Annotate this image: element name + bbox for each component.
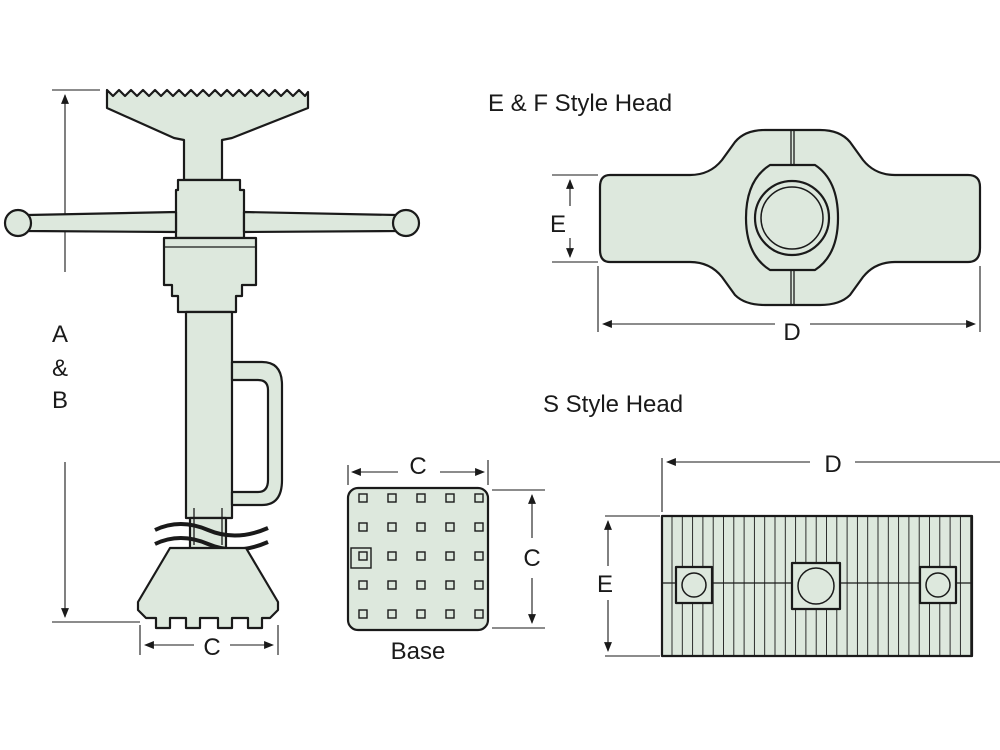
base-grip-square	[416, 580, 426, 590]
dimension-label-ef-e: E	[550, 211, 566, 238]
base-grip-square	[474, 551, 484, 561]
base-grip-square	[445, 609, 455, 619]
t-handle-bar-right	[242, 210, 398, 234]
t-handle-bar	[26, 210, 178, 234]
base-grip-square	[387, 580, 397, 590]
base-grip-square	[387, 522, 397, 532]
base-plate	[346, 486, 490, 632]
base-grip-square	[387, 493, 397, 503]
base-grip-square	[358, 580, 368, 590]
dimension-label-ef-d: D	[783, 319, 800, 346]
base-view: C C Base	[346, 453, 545, 665]
dimension-s-e	[604, 515, 660, 657]
base-grip-square	[416, 493, 426, 503]
s-head-bolt-hole-left	[681, 572, 707, 598]
dimension-base-width	[347, 460, 489, 485]
base-grip-square	[474, 609, 484, 619]
base-grip-squares	[350, 493, 484, 619]
base-grip-square	[358, 609, 368, 619]
s-head-bolt-hole-right	[925, 572, 951, 598]
ef-style-head: E & F Style Head E D	[488, 90, 982, 346]
dimension-s-d	[661, 458, 1000, 512]
base-grip-square	[358, 493, 368, 503]
base-grip-square	[445, 522, 455, 532]
dimension-ef-d	[597, 266, 981, 332]
base-grip-square	[474, 522, 484, 532]
s-head-center-hole	[797, 567, 835, 605]
base-grip-square	[358, 522, 368, 532]
dimension-label-s-d: D	[824, 451, 841, 478]
base-grip-square	[445, 580, 455, 590]
ef-head-bore-inner	[760, 186, 824, 250]
base-grip-square	[358, 551, 368, 561]
s-style-head-title: S Style Head	[543, 391, 683, 418]
base-grip-square	[474, 580, 484, 590]
base-caption: Base	[391, 638, 446, 665]
collar	[162, 236, 258, 314]
base-grip-square	[387, 609, 397, 619]
side-loop-handle	[230, 360, 284, 507]
handle-knob-right	[391, 208, 421, 238]
base-marker-square	[350, 547, 372, 569]
dimension-label-b: B	[52, 387, 68, 414]
dimension-label-base-width: C	[409, 453, 426, 480]
screw-jack: A & B	[3, 88, 421, 661]
jack-base-foot	[136, 546, 280, 630]
base-grip-square	[474, 493, 484, 503]
dimension-label-base-depth: C	[523, 545, 540, 572]
dimension-ef-e	[552, 174, 598, 263]
base-grip-square	[445, 551, 455, 561]
base-grip-square	[387, 551, 397, 561]
upper-body	[174, 178, 246, 240]
base-grip-square	[416, 551, 426, 561]
serrated-top-plate	[105, 88, 310, 182]
dimension-label-jack-c: C	[203, 634, 220, 661]
handle-knob-left	[3, 208, 33, 238]
base-grip-square	[416, 522, 426, 532]
dimension-a-b	[52, 89, 140, 623]
jack-column	[184, 310, 234, 520]
s-style-head: S Style Head D E	[543, 391, 1000, 658]
dimension-jack-c	[139, 625, 279, 655]
dimension-label-a: A	[52, 321, 68, 348]
ef-style-head-title: E & F Style Head	[488, 90, 672, 117]
base-grip-square	[445, 493, 455, 503]
break-lines	[154, 522, 269, 552]
base-grip-square	[416, 609, 426, 619]
dimension-label-amp: &	[52, 355, 68, 382]
dimension-base-depth	[492, 489, 545, 629]
dimension-label-s-e: E	[597, 571, 613, 598]
